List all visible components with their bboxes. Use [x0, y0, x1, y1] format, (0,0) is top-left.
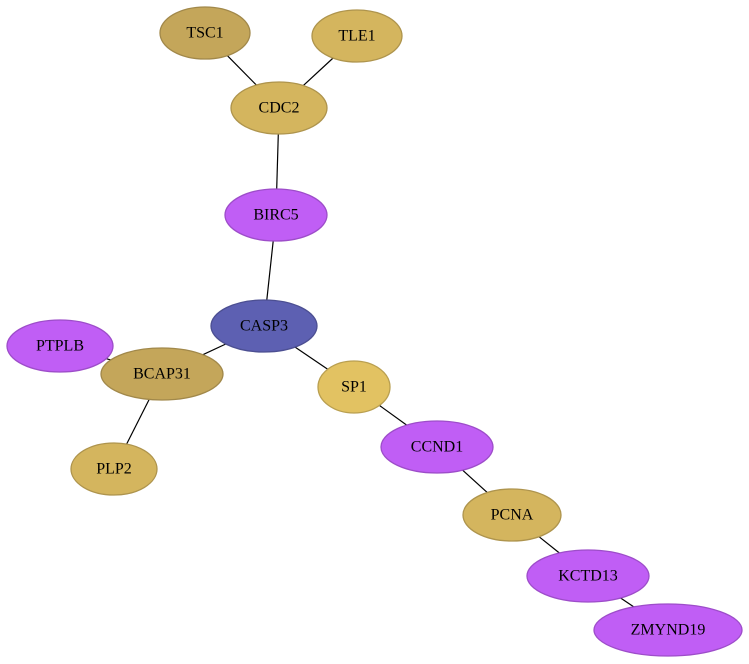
node-ellipse — [230, 81, 328, 135]
node-label: TSC1 — [186, 25, 223, 42]
node-label: PCNA — [491, 507, 534, 524]
node-ellipse — [593, 603, 743, 657]
node-label: TLE1 — [338, 28, 375, 45]
node-ellipse — [317, 360, 391, 414]
node-ellipse — [210, 299, 318, 353]
node-ellipse — [70, 442, 158, 496]
node-ellipse — [526, 549, 650, 603]
edge-cdc2-birc5 — [276, 133, 279, 190]
node-label: BIRC5 — [253, 207, 298, 224]
node-label: BCAP31 — [133, 366, 191, 383]
edge-sp1-ccnd1 — [379, 404, 408, 426]
node-tsc1[interactable]: TSC1 — [159, 6, 251, 60]
node-casp3[interactable]: CASP3 — [210, 299, 318, 353]
node-sp1[interactable]: SP1 — [317, 360, 391, 414]
node-bcap31[interactable]: BCAP31 — [100, 347, 224, 401]
node-ellipse — [380, 420, 494, 474]
node-plp2[interactable]: PLP2 — [70, 442, 158, 496]
node-label: CDC2 — [259, 100, 300, 117]
node-ellipse — [159, 6, 251, 60]
node-kctd13[interactable]: KCTD13 — [526, 549, 650, 603]
node-ccnd1[interactable]: CCND1 — [380, 420, 494, 474]
edge-tsc1-cdc2 — [226, 55, 257, 86]
node-label: CCND1 — [411, 439, 463, 456]
node-ellipse — [462, 488, 562, 542]
edge-pcna-kctd13 — [538, 536, 560, 554]
edge-ccnd1-pcna — [462, 469, 488, 494]
node-label: PTPLB — [36, 338, 84, 355]
node-label: PLP2 — [96, 461, 132, 478]
node-label: ZMYND19 — [631, 622, 706, 639]
edge-birc5-casp3 — [266, 240, 274, 301]
edge-bcap31-plp2 — [126, 399, 150, 445]
node-label: KCTD13 — [558, 568, 618, 585]
node-ellipse — [100, 347, 224, 401]
node-label: CASP3 — [240, 318, 288, 335]
node-label: SP1 — [341, 379, 367, 396]
edge-tle1-cdc2 — [302, 57, 334, 87]
edge-kctd13-zmynd19 — [620, 597, 635, 608]
edge-casp3-sp1 — [294, 346, 329, 370]
node-tle1[interactable]: TLE1 — [311, 9, 403, 63]
node-pcna[interactable]: PCNA — [462, 488, 562, 542]
node-ellipse — [6, 319, 114, 373]
node-zmynd19[interactable]: ZMYND19 — [593, 603, 743, 657]
node-ellipse — [311, 9, 403, 63]
node-ellipse — [224, 188, 328, 242]
node-ptplb[interactable]: PTPLB — [6, 319, 114, 373]
node-birc5[interactable]: BIRC5 — [224, 188, 328, 242]
node-cdc2[interactable]: CDC2 — [230, 81, 328, 135]
edge-casp3-bcap31 — [202, 343, 227, 356]
